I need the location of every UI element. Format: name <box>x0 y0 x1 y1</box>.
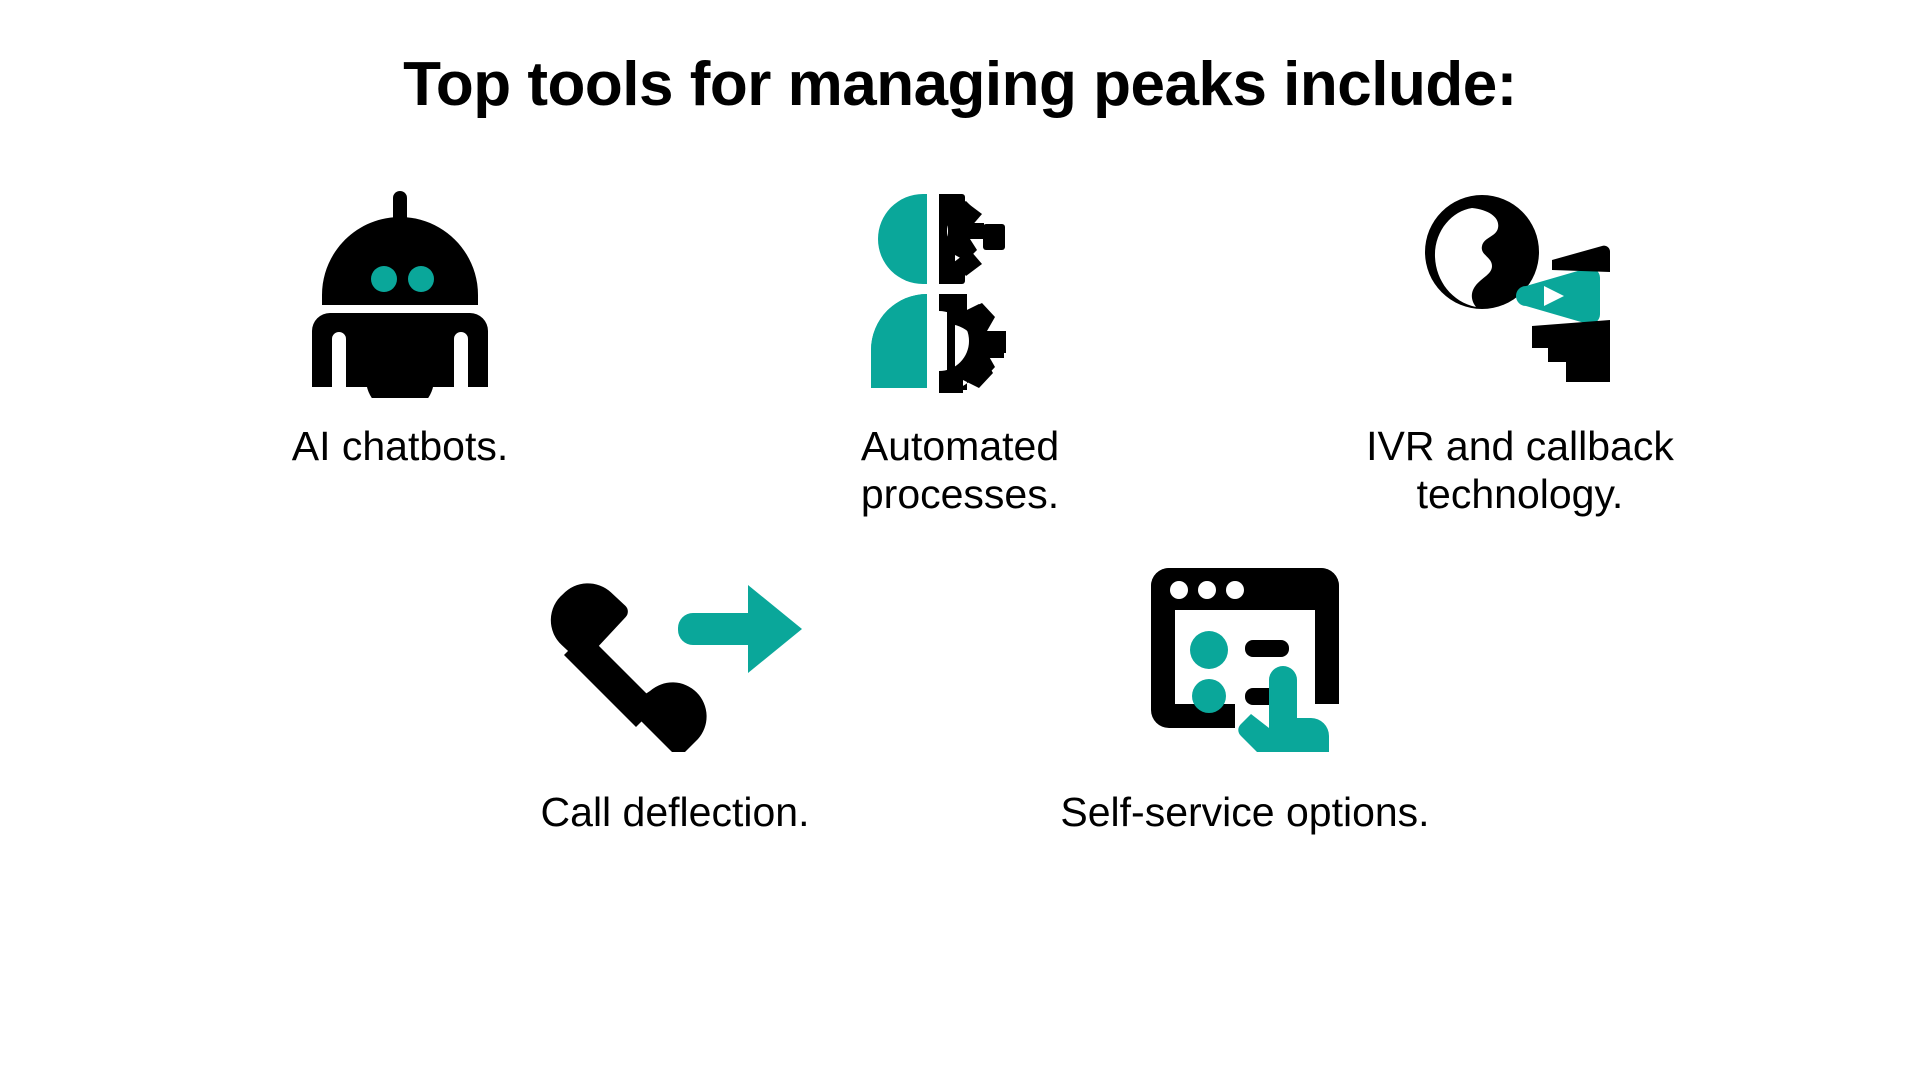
person-gears-icon <box>745 175 1175 405</box>
tool-caption: Self-service options. <box>1060 789 1430 836</box>
tool-item-automated-processes: Automated processes. <box>745 175 1175 518</box>
tools-row-top: AI chatbots. <box>0 175 1920 518</box>
tool-caption: AI chatbots. <box>291 423 509 470</box>
page-title: Top tools for managing peaks include: <box>403 50 1517 119</box>
tools-row-bottom: Call deflection. <box>0 552 1920 837</box>
tool-item-call-deflection: Call deflection. <box>460 552 890 837</box>
phone-forward-arrow-icon <box>460 552 890 767</box>
tool-caption: Automated processes. <box>860 423 1060 517</box>
tool-caption: Call deflection. <box>540 789 810 836</box>
tool-caption: IVR and callback technology. <box>1366 423 1674 517</box>
globe-megaphone-icon <box>1305 175 1735 405</box>
browser-window-cursor-icon <box>1030 552 1460 767</box>
robot-icon <box>185 175 615 405</box>
tools-grid: AI chatbots. <box>0 175 1920 837</box>
tool-item-ai-chatbots: AI chatbots. <box>185 175 615 518</box>
tool-item-ivr-callback: IVR and callback technology. <box>1305 175 1735 518</box>
tool-item-self-service: Self-service options. <box>1030 552 1460 837</box>
